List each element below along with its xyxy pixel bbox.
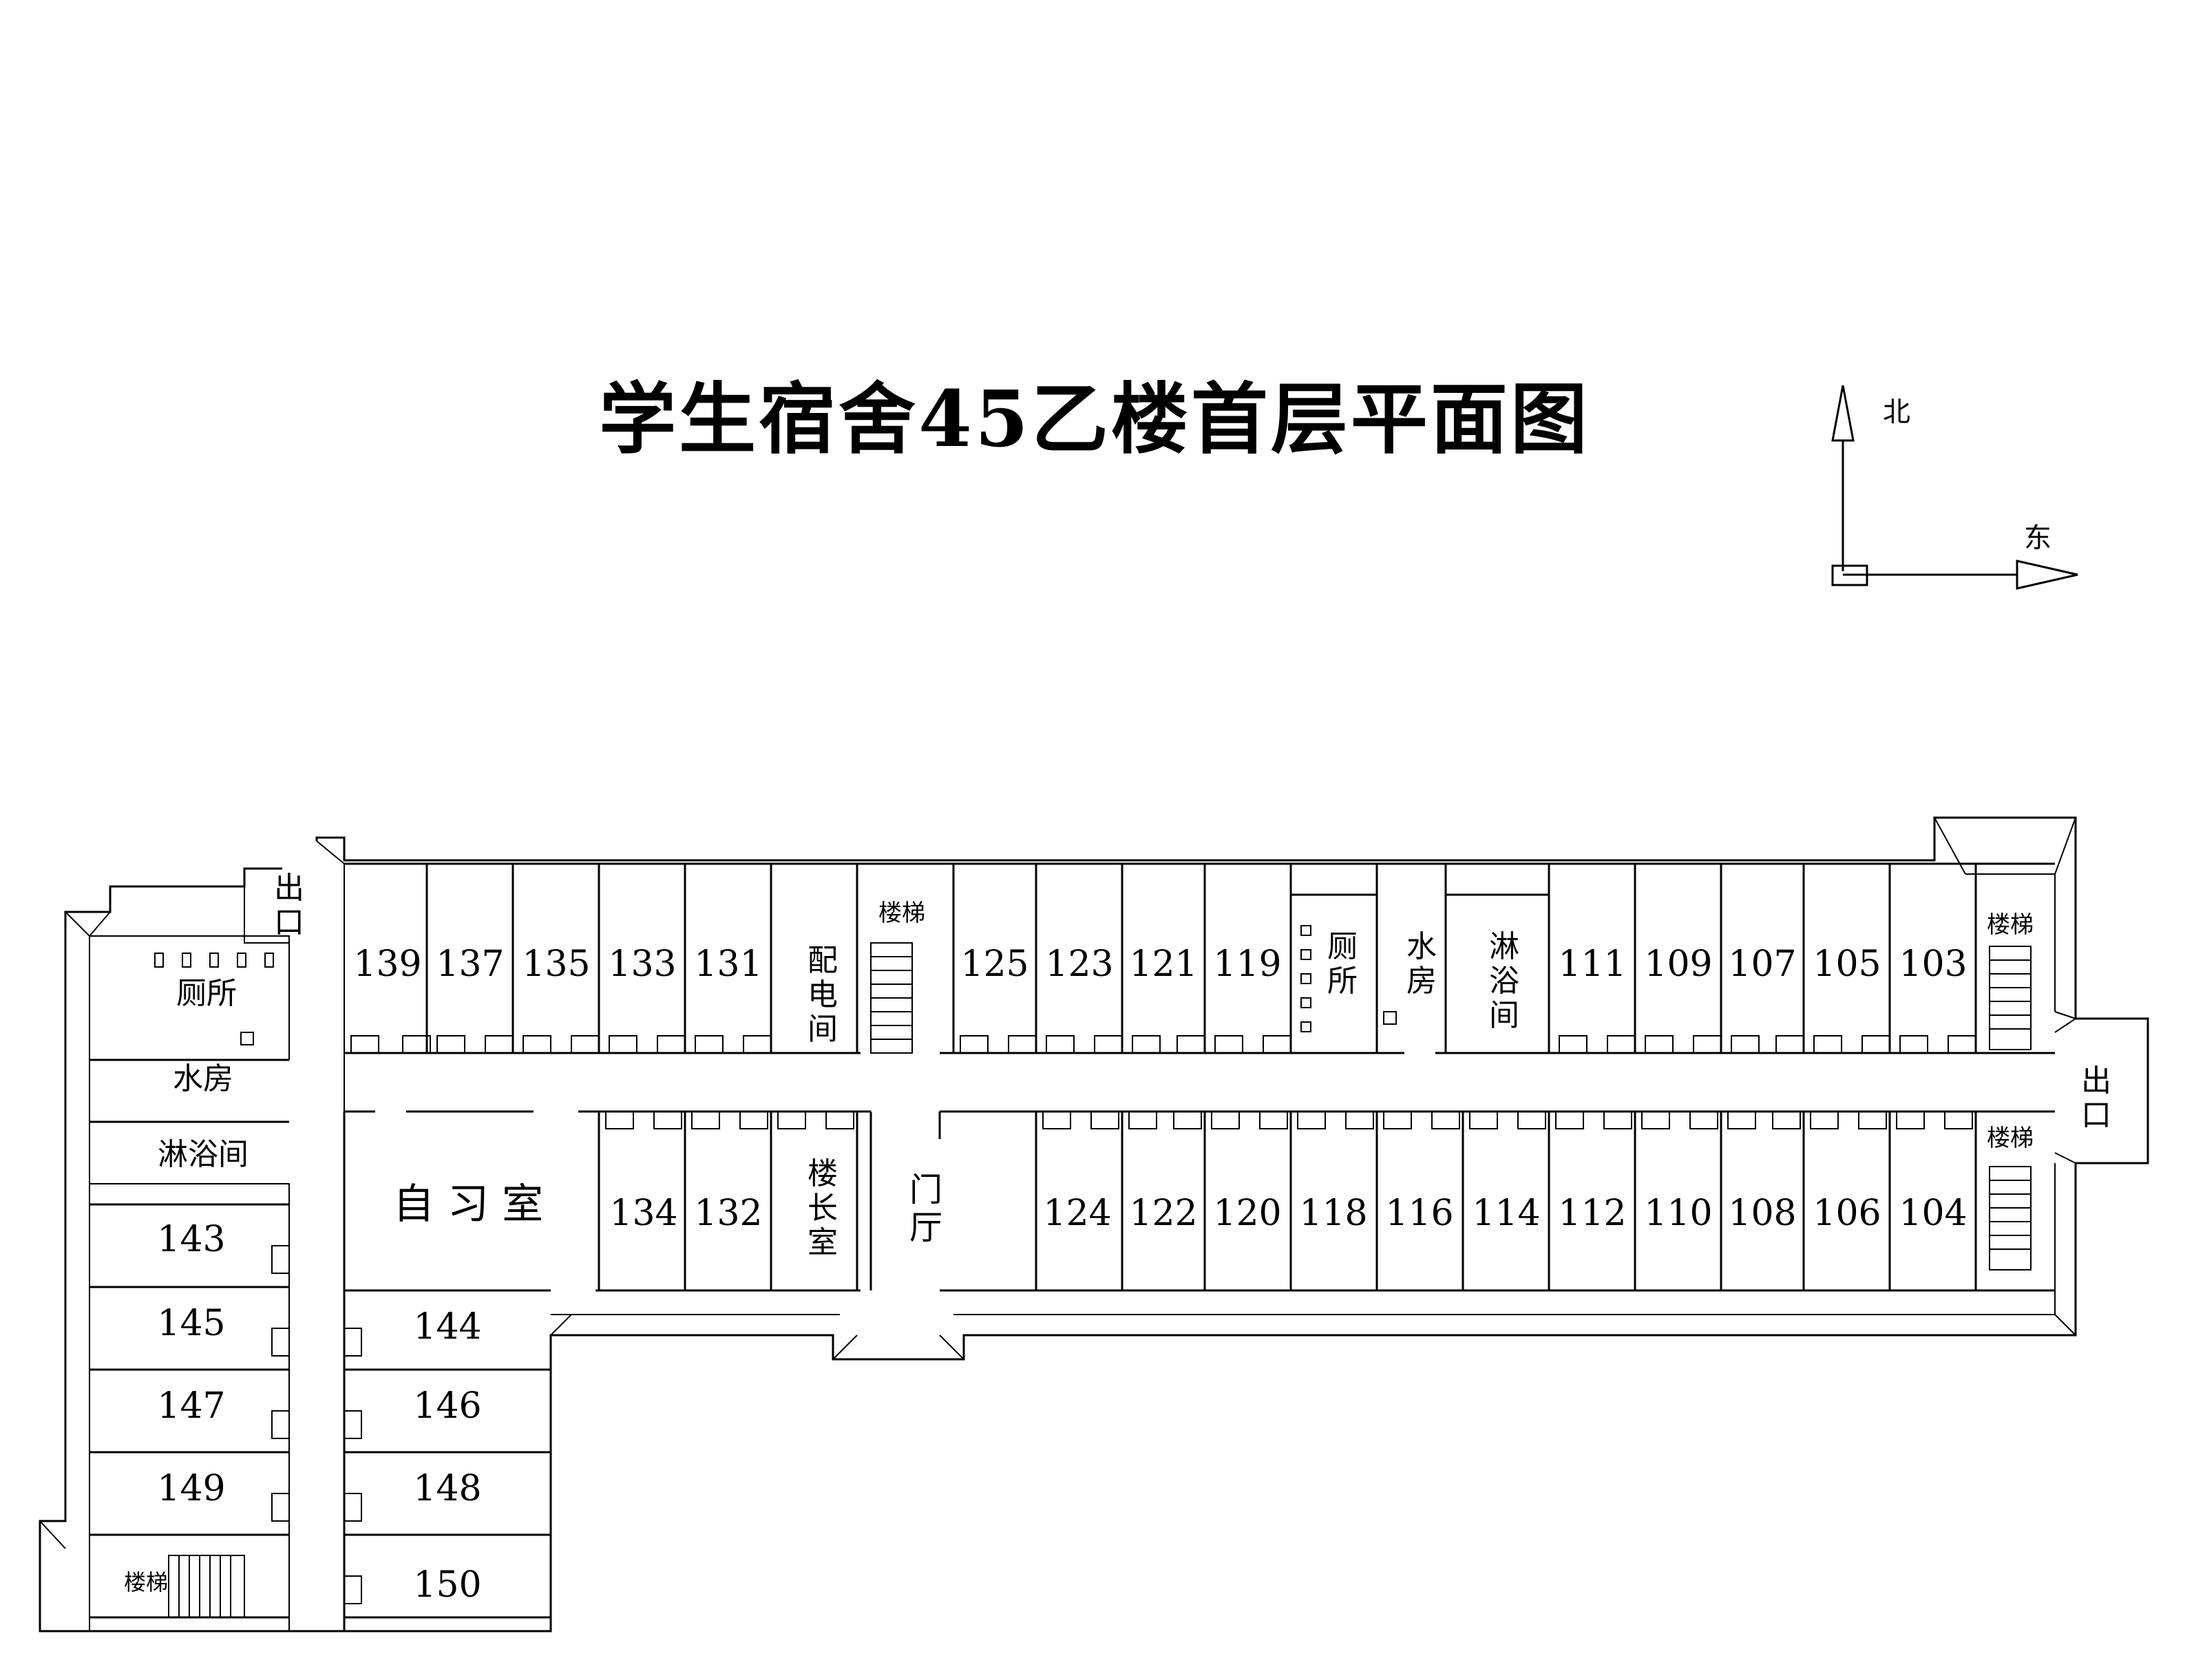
room-label-118: 118 xyxy=(1299,1193,1367,1234)
hall-label: 门 xyxy=(909,1171,942,1209)
exit-label-east-2: 口 xyxy=(2081,1098,2111,1133)
shower-label-east: 淋 xyxy=(1489,929,1519,964)
room-label-125: 125 xyxy=(960,944,1029,985)
south-room-labels: 134 132 124 122 120 118 116 114 112 110 108 106 104 xyxy=(609,1193,1967,1234)
fixtures xyxy=(154,925,1397,1045)
manager-room-label-2: 长 xyxy=(808,1191,838,1226)
exit-label-east: 出 xyxy=(2081,1063,2111,1098)
toilet-label-east-2: 所 xyxy=(1327,964,1358,999)
room-label-108: 108 xyxy=(1728,1193,1796,1234)
compass: 北 东 xyxy=(1831,385,2078,590)
toilet-label-east: 厕 xyxy=(1327,929,1358,964)
room-label-120: 120 xyxy=(1213,1193,1281,1234)
compass-north-label: 北 xyxy=(1883,396,1910,428)
room-label-111: 111 xyxy=(1558,944,1626,985)
room-label-124: 124 xyxy=(1043,1193,1111,1234)
room-label-137: 137 xyxy=(436,944,504,985)
room-label-147: 147 xyxy=(157,1385,225,1427)
power-room-label-3: 间 xyxy=(808,1012,838,1047)
room-label-114: 114 xyxy=(1472,1193,1540,1234)
shower-label-west: 淋浴间 xyxy=(158,1137,249,1172)
room-label-122: 122 xyxy=(1129,1193,1197,1234)
stair-label-west: 楼梯 xyxy=(124,1569,168,1595)
exit-label-nw-2: 口 xyxy=(274,905,304,940)
water-room-label-east: 水 xyxy=(1406,929,1437,964)
room-label-144: 144 xyxy=(413,1306,481,1348)
room-label-112: 112 xyxy=(1558,1193,1626,1234)
room-label-148: 148 xyxy=(413,1468,481,1509)
study-room-label: 自 习 室 xyxy=(393,1180,543,1229)
room-label-133: 133 xyxy=(608,944,676,985)
exit-label-nw: 出 xyxy=(274,871,304,906)
room-label-119: 119 xyxy=(1213,944,1281,985)
room-label-110: 110 xyxy=(1644,1193,1712,1234)
shower-label-east-2: 浴 xyxy=(1489,964,1519,999)
room-label-132: 132 xyxy=(694,1193,762,1234)
stair-label-east-north: 楼梯 xyxy=(1987,911,2034,939)
plan-title: 学生宿舍45乙楼首层平面图 xyxy=(599,374,1590,465)
room-label-121: 121 xyxy=(1129,944,1197,985)
north-room-labels: 139 137 135 133 131 125 123 121 119 111 109 107 105 1… xyxy=(353,944,1967,985)
stairs xyxy=(168,942,2032,1618)
room-label-149: 149 xyxy=(157,1468,225,1509)
hall-label-2: 厅 xyxy=(909,1209,942,1247)
room-label-106: 106 xyxy=(1813,1193,1881,1234)
stair-label-east-south: 楼梯 xyxy=(1987,1125,2034,1152)
power-room-label: 配 xyxy=(808,943,838,978)
compass-east-label: 东 xyxy=(2024,522,2051,554)
door-symbols xyxy=(271,1035,1976,1604)
power-room-label-2: 电 xyxy=(808,977,838,1012)
room-label-109: 109 xyxy=(1644,944,1712,985)
shower-label-east-3: 间 xyxy=(1489,998,1519,1033)
manager-room-label-3: 室 xyxy=(808,1225,838,1260)
room-label-103: 103 xyxy=(1899,944,1967,985)
room-label-146: 146 xyxy=(413,1385,481,1427)
room-label-135: 135 xyxy=(522,944,590,985)
room-label-104: 104 xyxy=(1899,1193,1967,1234)
west-room-labels: 143 145 147 149 144 146 148 150 xyxy=(157,1219,481,1606)
room-label-107: 107 xyxy=(1728,944,1796,985)
room-label-116: 116 xyxy=(1385,1193,1453,1234)
room-label-134: 134 xyxy=(609,1193,677,1234)
stair-label-center-north: 楼梯 xyxy=(878,900,925,927)
room-label-150: 150 xyxy=(413,1564,481,1606)
room-label-139: 139 xyxy=(353,944,421,985)
room-label-123: 123 xyxy=(1045,944,1113,985)
facility-labels: 配 电 间 楼梯 楼梯 楼梯 楼梯 厕 所 水 房 淋 浴 间 厕所 水房 淋浴… xyxy=(124,871,2111,1595)
room-label-143: 143 xyxy=(157,1219,225,1260)
room-label-145: 145 xyxy=(157,1303,225,1344)
water-room-label-east-2: 房 xyxy=(1406,964,1437,999)
room-label-131: 131 xyxy=(694,944,762,985)
water-room-label-west: 水房 xyxy=(173,1061,233,1096)
manager-room-label: 楼 xyxy=(808,1156,838,1191)
toilet-label-west: 厕所 xyxy=(176,976,237,1011)
room-label-105: 105 xyxy=(1813,944,1881,985)
